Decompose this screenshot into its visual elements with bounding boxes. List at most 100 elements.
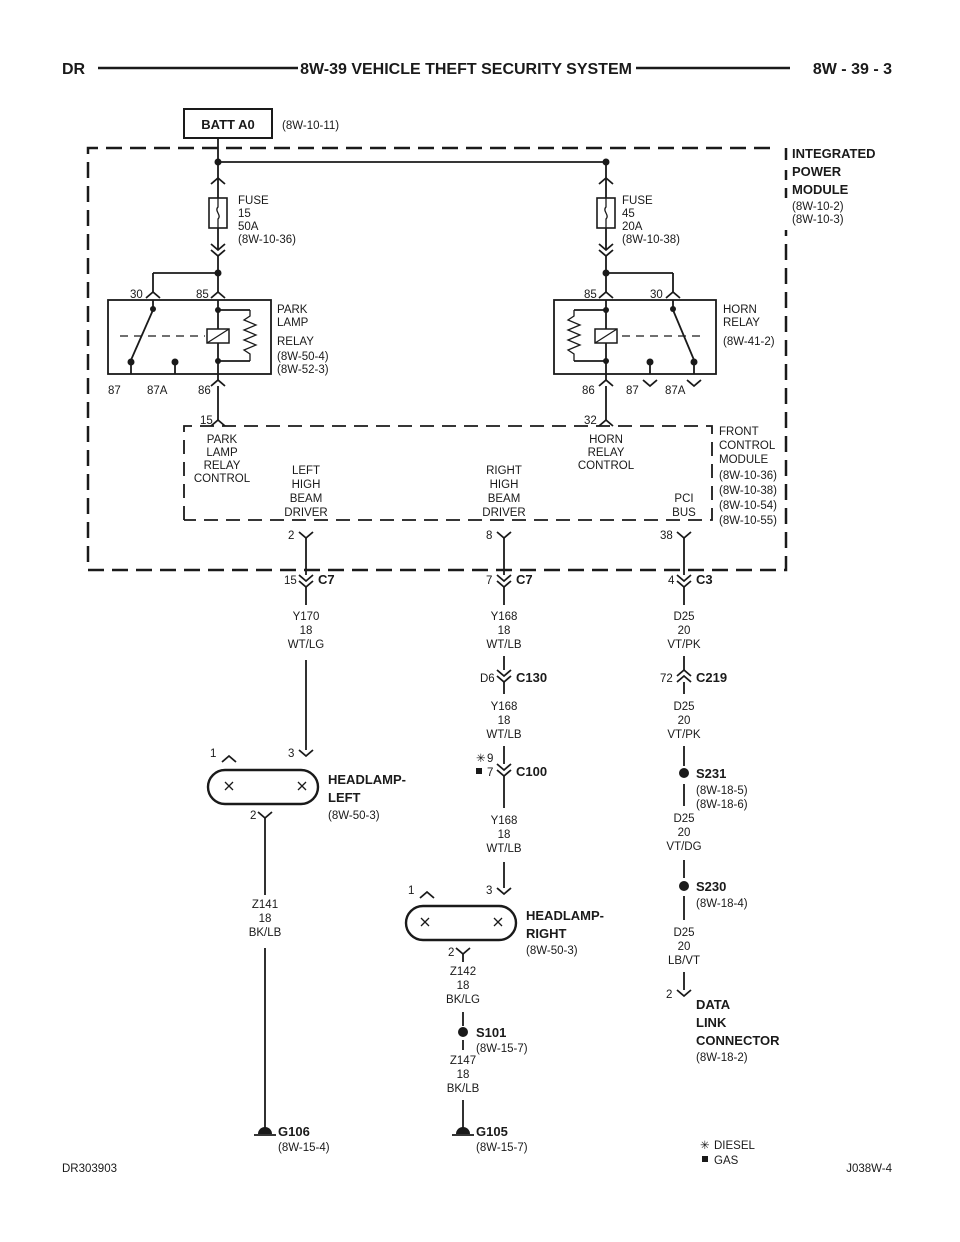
fcm-horn-relay-control-1: HORN xyxy=(589,434,623,446)
header-left: DR xyxy=(62,61,86,78)
fcm-left-high-beam-3: BEAM xyxy=(290,493,323,505)
fcm-label-3: MODULE xyxy=(719,454,769,466)
park-relay-label-3: RELAY xyxy=(277,336,314,348)
c7-center-label: C7 xyxy=(516,572,533,587)
header-title: 8W-39 VEHICLE THEFT SECURITY SYSTEM xyxy=(300,61,632,78)
wire-y170-gauge: 18 xyxy=(300,625,313,637)
c100-label: C100 xyxy=(516,764,547,779)
fuse1-ref: (8W-10-36) xyxy=(238,234,296,246)
park-relay-label-1: PARK xyxy=(277,304,308,316)
fcm-horn-relay-control-2: RELAY xyxy=(588,447,625,459)
hl-right-pin2: 2 xyxy=(448,947,454,959)
batt-label: BATT A0 xyxy=(201,117,254,132)
left-circuit: 15 C7 Y170 18 WT/LG 3 1 2 HEADLAMP- LEFT… xyxy=(206,570,406,1154)
headlamp-right-bulb-icon xyxy=(420,917,430,927)
fuse2-ref: (8W-10-38) xyxy=(622,234,680,246)
horn-relay-label-2: RELAY xyxy=(723,317,760,329)
fcm-pci-bus-2: BUS xyxy=(672,507,696,519)
fcm-label-1: FRONT xyxy=(719,426,759,438)
fcm-pin15: 15 xyxy=(200,415,213,427)
fcm-pin2: 2 xyxy=(288,530,294,542)
fuse2-number: 45 xyxy=(622,208,635,220)
wire-y170-circuit: Y170 xyxy=(293,611,320,623)
c3-label: C3 xyxy=(696,572,713,587)
fcm-pin38: 38 xyxy=(660,530,673,542)
g105-ref: (8W-15-7) xyxy=(476,1142,528,1154)
c100-diesel-marker: ✳ xyxy=(476,753,486,765)
wire-z147-color: BK/LB xyxy=(447,1083,480,1095)
fcm-right-high-beam-4: DRIVER xyxy=(482,507,525,519)
hl-left-pin3: 3 xyxy=(288,748,294,760)
wire-d25-c-circuit: D25 xyxy=(673,813,694,825)
legend-gas: GAS xyxy=(714,1155,739,1167)
fcm-ref-2: (8W-10-38) xyxy=(719,485,777,497)
fcm-right-high-beam-2: HIGH xyxy=(490,479,519,491)
fcm-left-high-beam-2: HIGH xyxy=(292,479,321,491)
fcm-park-lamp-relay-control-3: RELAY xyxy=(204,460,241,472)
hl-left-label-1: HEADLAMP- xyxy=(328,772,406,787)
park-relay-ref-2: (8W-52-3) xyxy=(277,364,329,376)
footer-right-code: J038W-4 xyxy=(846,1163,892,1175)
wire-z147-circuit: Z147 xyxy=(450,1055,476,1067)
hl-right-ref: (8W-50-3) xyxy=(526,945,578,957)
hl-right-pin1: 1 xyxy=(408,885,414,897)
wire-d25-b-color: VT/PK xyxy=(667,729,701,741)
wire-d25-b-circuit: D25 xyxy=(673,701,694,713)
c130-pin: D6 xyxy=(480,673,495,685)
wire-z147-gauge: 18 xyxy=(457,1069,470,1081)
fcm-pin8: 8 xyxy=(486,530,492,542)
integrated-power-module: INTEGRATED POWER MODULE (8W-10-2) (8W-10… xyxy=(86,146,876,572)
legend-diesel: DIESEL xyxy=(714,1140,756,1152)
front-control-module: PARK LAMP RELAY CONTROL HORN RELAY CONTR… xyxy=(183,425,777,527)
hl-left-ref: (8W-50-3) xyxy=(328,810,380,822)
wire-z141-gauge: 18 xyxy=(259,913,272,925)
c3-pin: 4 xyxy=(668,575,675,587)
fcm-ref-3: (8W-10-54) xyxy=(719,500,777,512)
fcm-park-lamp-relay-control-4: CONTROL xyxy=(194,473,251,485)
hl-left-pin1: 1 xyxy=(210,748,216,760)
hl-left-label-2: LEFT xyxy=(328,790,361,805)
wire-y168-a-gauge: 18 xyxy=(498,625,511,637)
hl-left-pin2: 2 xyxy=(250,810,256,822)
c7-left-pin: 15 xyxy=(284,575,297,587)
s231-ref-2: (8W-18-6) xyxy=(696,799,748,811)
dlc-label-2: LINK xyxy=(696,1015,727,1030)
wire-y170-color: WT/LG xyxy=(288,639,324,651)
page-header: DR 8W-39 VEHICLE THEFT SECURITY SYSTEM 8… xyxy=(62,61,892,78)
headlamp-left-bulb-icon xyxy=(224,781,234,791)
wire-y168-b-gauge: 18 xyxy=(498,715,511,727)
wire-d25-d-color: LB/VT xyxy=(668,955,700,967)
wire-y168-c-circuit: Y168 xyxy=(491,815,518,827)
hl-right-label-2: RIGHT xyxy=(526,926,567,941)
horn-relay: 85 30 86 87 87A HORN RELAY (8W-41-2) xyxy=(553,256,775,397)
ipm-label-3: MODULE xyxy=(792,182,849,197)
splice-s230-icon xyxy=(679,881,689,891)
headlamp-right-body xyxy=(404,904,518,942)
park-relay-ref-1: (8W-50-4) xyxy=(277,351,329,363)
wire-z142-color: BK/LG xyxy=(446,994,480,1006)
fcm-pci-bus-1: PCI xyxy=(674,493,693,505)
park-relay-pin87a: 87A xyxy=(147,385,168,397)
wire-d25-a-circuit: D25 xyxy=(673,611,694,623)
legend: ✳ DIESEL GAS xyxy=(700,1140,756,1167)
park-relay-label-2: LAMP xyxy=(277,317,309,329)
headlamp-left-body xyxy=(206,768,320,806)
wire-z142-circuit: Z142 xyxy=(450,966,476,978)
wire-y168-a-color: WT/LB xyxy=(486,639,521,651)
s230-label: S230 xyxy=(696,879,726,894)
fuse-45: FUSE 45 20A (8W-10-38) xyxy=(596,176,680,258)
wire-y168-b-color: WT/LB xyxy=(486,729,521,741)
legend-gas-marker xyxy=(702,1156,708,1162)
s101-ref: (8W-15-7) xyxy=(476,1043,528,1055)
dlc-label-1: DATA xyxy=(696,997,731,1012)
wire-d25-d-circuit: D25 xyxy=(673,927,694,939)
footer-left-code: DR303903 xyxy=(62,1163,117,1175)
c219-label: C219 xyxy=(696,670,727,685)
s101-label: S101 xyxy=(476,1025,506,1040)
fcm-outputs: 2 8 38 xyxy=(288,530,692,570)
ground-g106-icon xyxy=(254,1127,276,1136)
fcm-park-lamp-relay-control-1: PARK xyxy=(207,434,238,446)
wire-y168-a-circuit: Y168 xyxy=(491,611,518,623)
wire-d25-a-gauge: 20 xyxy=(678,625,691,637)
